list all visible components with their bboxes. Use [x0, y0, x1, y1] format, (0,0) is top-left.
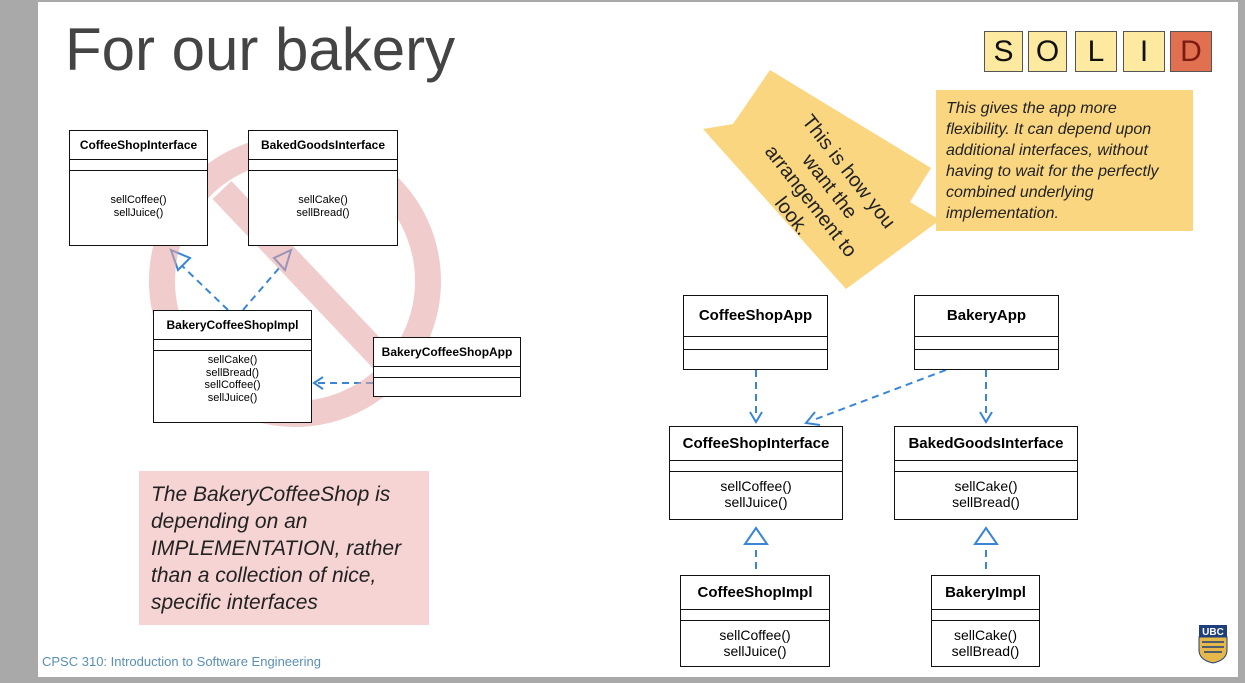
uml-operation: sellCoffee(): [204, 379, 261, 392]
uml-class-bakery-impl: BakeryImpl sellCake() sellBread(): [931, 575, 1040, 667]
uml-operation: sellBread(): [952, 494, 1020, 511]
solid-letter-l: L: [1075, 31, 1117, 72]
uml-operations: sellCake() sellBread(): [895, 472, 1077, 510]
uml-operation: sellBread(): [296, 206, 350, 219]
ubc-crest-icon: UBC: [1198, 625, 1228, 664]
uml-class-coffee-shop-interface-right: CoffeeShopInterface sellCoffee() sellJui…: [669, 426, 843, 520]
uml-operations: sellCake() sellBread(): [249, 171, 397, 219]
uml-operation: sellCake(): [954, 478, 1018, 494]
uml-operation: sellCake(): [298, 194, 348, 206]
uml-operation: sellBread(): [951, 643, 1020, 660]
solid-letter-d: D: [1170, 31, 1212, 72]
uml-operations: sellCoffee() sellJuice(): [681, 621, 829, 659]
uml-operation: sellCake(): [207, 354, 258, 366]
uml-operation: sellBread(): [205, 366, 260, 379]
good-design-connectors: [755, 369, 987, 574]
uml-attributes: [249, 160, 397, 171]
solid-letter-i: I: [1123, 31, 1165, 72]
uml-class-name: BakeryImpl: [932, 576, 1039, 610]
solid-letter-o: O: [1028, 31, 1067, 72]
uml-class-baked-goods-interface-right: BakedGoodsInterface sellCake() sellBread…: [894, 426, 1078, 520]
uml-class-name: CoffeeShopInterface: [70, 131, 207, 160]
uml-operation: sellJuice(): [723, 643, 787, 660]
uml-operation: sellJuice(): [113, 206, 164, 219]
ubc-logo-text: UBC: [1202, 627, 1224, 638]
uml-attributes: [374, 367, 520, 378]
uml-attributes: [70, 160, 207, 171]
slide: For our bakery S O L I D: [38, 2, 1238, 677]
uml-class-name: BakedGoodsInterface: [249, 131, 397, 160]
uml-operation: sellJuice(): [724, 494, 788, 511]
uml-attributes: [915, 337, 1058, 350]
flexibility-note-yellow: This gives the app more flexibility. It …: [936, 90, 1193, 231]
uml-class-bakery-coffee-shop-impl: BakeryCoffeeShopImpl sellCake() sellBrea…: [153, 310, 312, 423]
good-design-arrowheads: [743, 411, 999, 545]
uml-attributes: [154, 340, 311, 351]
uml-class-coffee-shop-impl: CoffeeShopImpl sellCoffee() sellJuice(): [680, 575, 830, 667]
uml-class-coffee-shop-app: CoffeeShopApp: [683, 295, 828, 370]
uml-attributes: [670, 461, 842, 472]
uml-class-bakery-coffee-shop-app: BakeryCoffeeShopApp: [373, 337, 521, 397]
uml-class-baked-goods-interface-left: BakedGoodsInterface sellCake() sellBread…: [248, 130, 398, 246]
uml-class-name: CoffeeShopInterface: [670, 427, 842, 461]
uml-class-name: BakeryApp: [915, 296, 1058, 337]
uml-operation: sellCake(): [953, 627, 1017, 643]
uml-operation: sellJuice(): [207, 391, 258, 404]
uml-class-bakery-app: BakeryApp: [914, 295, 1059, 370]
uml-operations: sellCake() sellBread() sellCoffee() sell…: [154, 351, 311, 405]
uml-class-name: CoffeeShopImpl: [681, 576, 829, 610]
uml-attributes: [932, 610, 1039, 621]
dependency-note-red: The BakeryCoffeeShop is depending on an …: [139, 471, 429, 625]
uml-class-name: BakeryCoffeeShopApp: [374, 338, 520, 367]
uml-operations: sellCoffee() sellJuice(): [70, 171, 207, 219]
page-title: For our bakery: [65, 16, 456, 83]
uml-class-name: BakeryCoffeeShopImpl: [154, 311, 311, 340]
uml-operation: sellCoffee(): [719, 627, 791, 643]
uml-class-name: CoffeeShopApp: [684, 296, 827, 337]
solid-letter-s: S: [984, 31, 1023, 72]
uml-operation: sellCoffee(): [110, 194, 167, 206]
big-yellow-arrow: [703, 70, 940, 289]
uml-class-name: BakedGoodsInterface: [895, 427, 1077, 461]
uml-attributes: [681, 610, 829, 621]
uml-attributes: [684, 337, 827, 350]
uml-attributes: [895, 461, 1077, 472]
uml-class-coffee-shop-interface-left: CoffeeShopInterface sellCoffee() sellJui…: [69, 130, 208, 246]
uml-operations: sellCoffee() sellJuice(): [670, 472, 842, 510]
uml-operations: sellCake() sellBread(): [932, 621, 1039, 659]
uml-operation: sellCoffee(): [720, 478, 792, 494]
course-footer: CPSC 310: Introduction to Software Engin…: [42, 654, 321, 669]
